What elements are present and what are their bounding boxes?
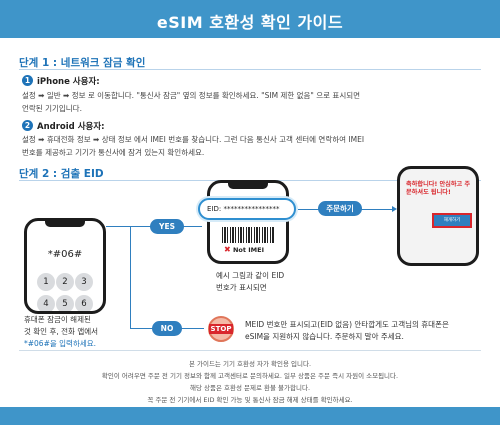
footer-note: 확인이 어려우면 주문 전 기기 정보와 함께 고객센터로 문의하세요. 일부 …: [101, 372, 399, 380]
dial-caption: 휴대폰 잠금이 해제된 것 확인 후, 전화 앱에서 *#06#을 입력하세요.: [24, 314, 124, 350]
connector-line: [106, 226, 130, 227]
no-eid-caption-line: eSIM을 지원하지 않습니다. 주문하지 말아 주세요.: [245, 332, 404, 341]
barcode-graphic: [222, 227, 274, 243]
not-imei-note: ✖ Not IMEI: [224, 245, 264, 254]
arrow-right-icon: [392, 206, 397, 212]
order-label: 주문하기: [318, 201, 362, 216]
dialer-phone-illustration: *#06# 1 2 3 4 5 6: [24, 218, 106, 314]
step2-title: 단계 2 : 검출 EID: [19, 168, 104, 180]
iphone-label: iPhone 사용자:: [37, 77, 100, 87]
order-button-highlight: 재개하기: [432, 213, 472, 228]
eid-caption-line: 예시 그림과 같이 EID: [216, 271, 285, 280]
no-label: NO: [152, 321, 182, 336]
footer-note: 꼭 주문 전 기기에서 EID 확인 가능 및 통신사 잠금 해제 상태를 확인…: [147, 396, 353, 404]
dial-key: 5: [56, 295, 74, 311]
red-x-icon: ✖: [224, 245, 231, 254]
success-phone-illustration: 축하합니다! 안심하고 주문하셔도 됩니다! 재개하기: [397, 166, 479, 266]
yes-label: YES: [150, 219, 184, 234]
footer-note: 해당 상품은 호환성 문제로 환불 불가합니다.: [189, 384, 311, 392]
header-banner: eSIM 호환성 확인 가이드: [0, 0, 500, 38]
android-instructions-line2: 번호를 제공하고 기기가 통신사에 잠겨 있는지 확인하세요.: [22, 148, 205, 157]
dial-key: 4: [37, 295, 55, 311]
dial-caption-line: 것 확인 후, 전화 앱에서: [24, 327, 99, 336]
step-number-badge: 2: [22, 120, 33, 131]
iphone-instructions-line1: 설정 ➡ 일반 ➡ 정보 로 이동합니다. "통신사 잠금" 옆의 정보를 확인…: [22, 91, 361, 100]
step1-divider: [19, 69, 481, 70]
not-imei-label: Not IMEI: [232, 246, 264, 254]
dial-key: 6: [75, 295, 93, 311]
phone-notch: [228, 183, 268, 189]
android-instructions-line1: 설정 ➡ 휴대전화 정보 ➡ 상태 정보 에서 IMEI 번호를 찾습니다. 그…: [22, 135, 365, 144]
phone-notch: [45, 221, 85, 227]
footer-banner: [0, 407, 500, 425]
eid-example-caption: 예시 그림과 같이 EID 번호가 표시되면: [216, 270, 306, 294]
footer-divider: [19, 350, 481, 351]
stop-sign-label: STOP: [208, 324, 234, 334]
dial-caption-line: *#06#을 입력하세요.: [24, 339, 97, 348]
dial-key: 2: [56, 273, 74, 291]
android-label: Android 사용자:: [37, 122, 105, 132]
dial-caption-line: 휴대폰 잠금이 해제된: [24, 315, 91, 324]
footer-note: 본 가이드는 기기 호환성 자가 확인용 입니다.: [188, 360, 312, 368]
connector-line: [130, 226, 131, 328]
no-eid-caption: MEID 번호만 표시되고(EID 없음) 안타깝게도 고객님의 휴대폰은 eS…: [245, 319, 485, 343]
stop-icon: STOP: [208, 316, 234, 342]
no-eid-caption-line: MEID 번호만 표시되고(EID 없음) 안타깝게도 고객님의 휴대폰은: [245, 320, 449, 329]
dial-key: 1: [37, 273, 55, 291]
step-number-badge: 1: [22, 75, 33, 86]
eid-number-field: EID: ****************: [198, 198, 296, 220]
eid-phone-illustration: ✖ Not IMEI: [207, 180, 289, 264]
dial-code-display: *#06#: [47, 249, 83, 260]
iphone-instructions-line2: 언락된 기기입니다.: [22, 104, 82, 113]
congrats-message: 축하합니다! 안심하고 주문하셔도 됩니다!: [406, 181, 471, 196]
dial-key: 3: [75, 273, 93, 291]
eid-caption-line: 번호가 표시되면: [216, 283, 267, 292]
step1-title: 단계 1 : 네트워크 잠금 확인: [19, 57, 146, 69]
page-title: eSIM 호환성 확인 가이드: [156, 13, 344, 32]
